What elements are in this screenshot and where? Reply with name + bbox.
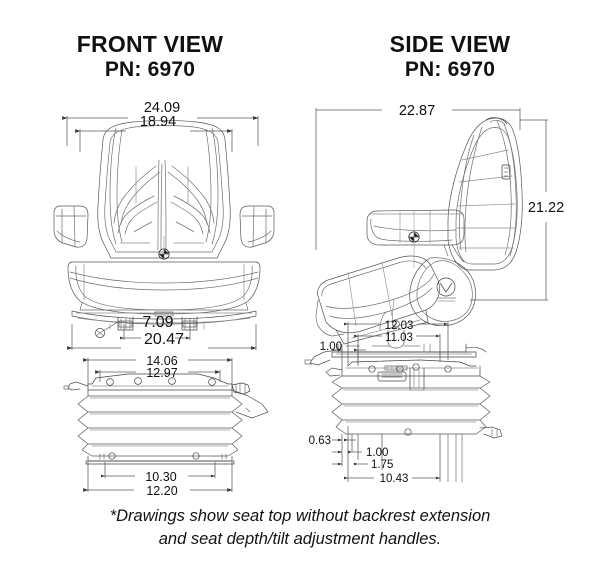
front-view-heading: FRONT VIEW xyxy=(76,31,224,57)
side-view-suspension-drawing xyxy=(325,359,503,439)
dim-side-suspension-inner: 11.03 xyxy=(385,332,413,344)
dim-side-suspension-length: 10.43 xyxy=(380,473,409,485)
footnote-line-1: *Drawings show seat top without backrest… xyxy=(109,507,491,525)
side-view-title: SIDE VIEW PN: 6970 xyxy=(300,32,600,82)
footnote-line-2: and seat depth/tilt adjustment handles. xyxy=(158,530,442,549)
dim-front-overall-width: 24.09 xyxy=(144,100,180,116)
dim-side-suspension-outer: 12.03 xyxy=(385,320,414,332)
dim-side-overall-height: 21.22 xyxy=(528,200,564,216)
dim-side-offset-b: 1.00 xyxy=(366,447,388,459)
front-view-suspension-drawing xyxy=(63,373,269,465)
dim-front-seat-width: 18.94 xyxy=(140,114,176,130)
dim-front-suspension-bottom-outer: 12.20 xyxy=(146,484,177,498)
dim-front-mount-spacing: 7.09 xyxy=(142,314,173,331)
side-view-part-number: PN: 6970 xyxy=(404,57,496,81)
front-view-seat-drawing xyxy=(53,120,275,338)
dim-side-offset-top: 1.00 xyxy=(320,341,342,353)
side-view-seat-drawing xyxy=(304,117,523,366)
front-view-part-number: PN: 6970 xyxy=(104,57,196,81)
drawing-footnote: *Drawings show seat top without backrest… xyxy=(18,505,582,552)
front-view-title: FRONT VIEW PN: 6970 xyxy=(0,32,300,82)
dim-side-overall-depth: 22.87 xyxy=(399,103,435,119)
side-view-heading: SIDE VIEW xyxy=(389,31,511,57)
dim-front-suspension-bottom-inner: 10.30 xyxy=(145,470,176,484)
dim-front-suspension-top-inner: 12.97 xyxy=(146,366,177,380)
dim-front-suspension-top-outer: 14.06 xyxy=(146,354,177,368)
dim-side-offset-c: 1.75 xyxy=(371,459,393,471)
dim-side-offset-a: 0.63 xyxy=(309,435,331,447)
dim-front-base-width: 20.47 xyxy=(144,331,184,348)
